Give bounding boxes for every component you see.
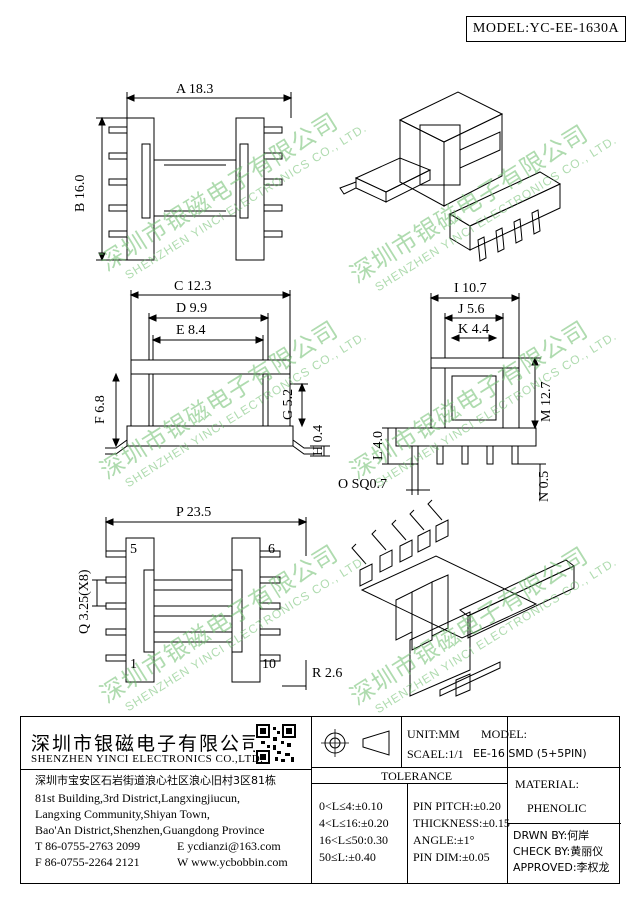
- material-label: MATERIAL:: [515, 777, 579, 791]
- tolerance-row: 50≤L:±0.40: [319, 850, 376, 864]
- dim-o-label: O SQ0.7: [338, 477, 388, 492]
- dim-l-label: L 4.0: [371, 430, 386, 460]
- tolerance-spec: PIN DIM:±0.05: [413, 850, 490, 864]
- dim-r-label: R 2.6: [312, 666, 343, 681]
- scale-label: SCAEL:1/1: [407, 747, 464, 761]
- material-value: PHENOLIC: [527, 801, 587, 815]
- tolerance-row: 16<L≤50:0.30: [319, 833, 389, 847]
- email: E ycdianzi@163.com: [177, 839, 281, 853]
- iso-view-bottom: [351, 499, 575, 697]
- dim-c-label: C 12.3: [174, 279, 212, 294]
- tolerance-row: 0<L≤4:±0.10: [319, 799, 383, 813]
- address-cn: 深圳市宝安区石岩街道浪心社区浪心旧村3区81栋: [35, 774, 276, 787]
- address-en-line2: Langxing Community,Shiyan Town,: [35, 807, 210, 821]
- dim-p-label: P 23.5: [176, 505, 212, 520]
- pin-number: 1: [130, 657, 137, 672]
- dim-k-label: K 4.4: [458, 322, 490, 337]
- company-name-cn: 深圳市银磁电子有限公司: [31, 733, 263, 755]
- front-view: [105, 290, 330, 457]
- drawn-by: DRWN BY:何岸: [513, 829, 590, 842]
- dim-m-label: M 12.7: [539, 381, 554, 422]
- model-label: MODEL:: [481, 727, 527, 741]
- projection-symbol-icon: [317, 727, 397, 759]
- dim-g-label: G 5.2: [281, 388, 296, 420]
- fax: F 86-0755-2264 2121: [35, 855, 140, 869]
- iso-view-top: [339, 91, 562, 262]
- tolerance-row: 4<L≤16:±0.20: [319, 816, 389, 830]
- tolerance-spec: THICKNESS:±0.15: [413, 816, 510, 830]
- dim-q-label: Q 3.25(X8): [77, 569, 92, 634]
- dim-n-label: N 0.5: [537, 470, 552, 502]
- tolerance-spec: ANGLE:±1°: [413, 833, 475, 847]
- address-en-line1: 81st Building,3rd District,Langxingjiucu…: [35, 791, 240, 805]
- pin-number: 6: [268, 542, 275, 557]
- tolerance-title: TOLERANCE: [381, 769, 453, 783]
- technical-drawing: [92, 91, 575, 697]
- qr-code-icon: [255, 723, 297, 765]
- dim-e-label: E 8.4: [176, 323, 206, 338]
- title-block: 深圳市银磁电子有限公司 SHENZHEN YINCI ELECTRONICS C…: [20, 716, 621, 884]
- dim-f-label: F 6.8: [93, 395, 108, 424]
- bottom-view: [92, 517, 308, 690]
- dim-h-label: H 0.4: [311, 424, 326, 456]
- top-view: [96, 92, 293, 262]
- side-view: [382, 293, 546, 500]
- dim-d-label: D 9.9: [176, 301, 208, 316]
- dim-a-label: A 18.3: [176, 82, 214, 97]
- dim-i-label: I 10.7: [454, 281, 487, 296]
- unit-label: UNIT:MM: [407, 727, 460, 741]
- pin-number: 10: [262, 657, 276, 672]
- dim-j-label: J 5.6: [458, 302, 485, 317]
- checked-by: CHECK BY:黄丽仪: [513, 845, 604, 858]
- approved-by: APPROVED:李权龙: [513, 861, 610, 874]
- dim-b-label: B 16.0: [73, 174, 88, 212]
- address-en-line3: Bao'An District,Shenzhen,Guangdong Provi…: [35, 823, 265, 837]
- company-name-en: SHENZHEN YINCI ELECTRONICS CO.,LTD.: [31, 753, 264, 765]
- pin-number: 5: [130, 542, 137, 557]
- telephone: T 86-0755-2763 2099: [35, 839, 141, 853]
- website: W www.ycbobbin.com: [177, 855, 288, 869]
- model-title: MODEL:YC-EE-1630A: [466, 16, 626, 42]
- model-value: EE-16 SMD (5+5PIN): [473, 747, 587, 760]
- tolerance-spec: PIN PITCH:±0.20: [413, 799, 501, 813]
